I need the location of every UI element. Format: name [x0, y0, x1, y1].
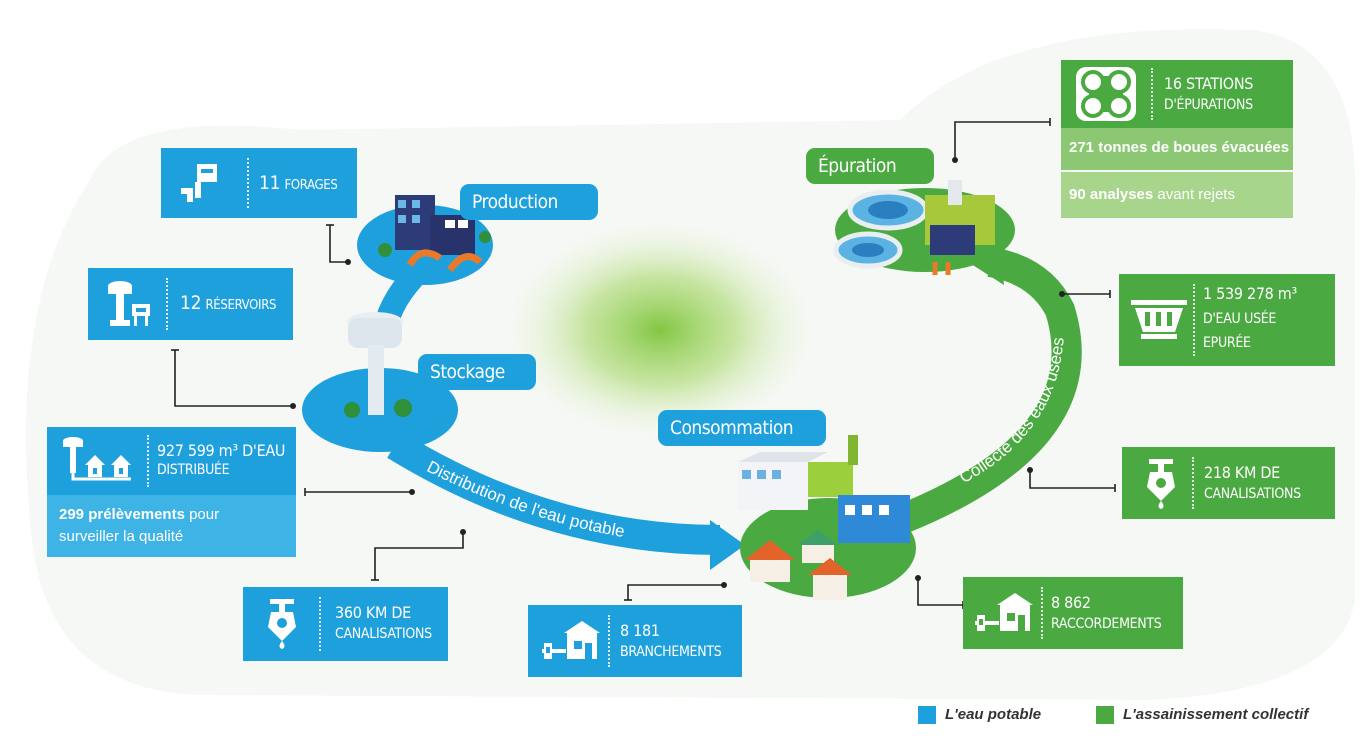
collecte-arrow: [894, 247, 1082, 534]
legend-swatch-potable: [918, 706, 936, 724]
forages-box: 11 FORAGES: [161, 148, 357, 218]
borehole-icon: [181, 164, 217, 202]
boues-box: 271 tonnes de boues évacuées: [1061, 128, 1293, 170]
prelevements-rest: pour: [184, 506, 220, 523]
stations-line2: D'ÉPURATIONS: [1164, 97, 1253, 113]
eau-usee-line1: 1 539 278 m³: [1203, 284, 1297, 303]
separator: [247, 158, 249, 208]
treatment-plant-graphic: [833, 180, 995, 275]
branchements-line2: BRANCHEMENTS: [620, 644, 722, 660]
prelevements-line2: surveiller la qualité: [59, 528, 184, 545]
legend-assainissement: L'assainissement collectif: [1123, 706, 1309, 723]
canal-green-line2: CANALISATIONS: [1204, 486, 1301, 502]
analyses-bold: 90 analyses: [1069, 186, 1154, 203]
branchements-line1: 8 181: [620, 621, 660, 640]
boues-text: 271 tonnes de boues évacuées: [1069, 139, 1290, 156]
separator: [166, 278, 168, 330]
water-tower-icon: [108, 281, 150, 326]
house-connection-icon: [542, 621, 600, 659]
canal-green-line1: 218 KM DE: [1204, 463, 1280, 482]
town-graphic: [738, 435, 910, 600]
distribution-arrow: [387, 432, 721, 555]
raccordements-box: 8 862 RACCORDEMENTS: [963, 577, 1183, 649]
water-distribution-icon: [63, 437, 131, 481]
forages-unit: FORAGES: [284, 178, 338, 193]
valve-icon: [268, 599, 296, 649]
separator: [1192, 457, 1194, 509]
forages-value: 11: [259, 172, 281, 194]
canal-blue-line1: 360 KM DE: [335, 603, 411, 622]
prelevements-text: 299 prélèvements pour surveiller la qual…: [59, 504, 219, 548]
prelevements-box: 299 prélèvements pour surveiller la qual…: [47, 495, 296, 557]
center-glow: [490, 210, 830, 450]
stations-box: 16 STATIONS D'ÉPURATIONS: [1061, 60, 1293, 128]
separator: [1193, 284, 1195, 356]
filter-tank-icon: [1131, 300, 1187, 339]
separator: [1041, 587, 1043, 639]
connectors: [171, 118, 1116, 609]
analyses-text: 90 analyses avant rejets: [1069, 184, 1235, 206]
raccordements-line1: 8 862: [1051, 593, 1091, 612]
branchements-box: 8 181 BRANCHEMENTS: [528, 605, 742, 677]
factory-graphic: [378, 195, 491, 273]
separator: [608, 615, 610, 667]
raccordements-line2: RACCORDEMENTS: [1051, 616, 1162, 632]
prelevements-bold: 299 prélèvements: [59, 506, 185, 523]
consommation-label: Consommation: [658, 410, 826, 446]
eau-usee-line3: EPURÉE: [1203, 335, 1251, 351]
eau-usee-line2: D'EAU USÉE: [1203, 311, 1277, 327]
treatment-station-icon: [1076, 67, 1136, 121]
canal-blue-box: 360 KM DE CANALISATIONS: [243, 587, 448, 661]
canal-blue-line2: CANALISATIONS: [335, 626, 432, 642]
water-tower-graphic: [344, 312, 412, 418]
house-connection-icon-green: [975, 593, 1033, 631]
valve-icon-green: [1147, 459, 1175, 509]
reservoirs-box: 12 RÉSERVOIRS: [88, 268, 293, 340]
reservoirs-text: 12 RÉSERVOIRS: [180, 294, 276, 315]
production-label: Production: [460, 184, 598, 220]
distribuee-box: 927 599 m³ D'EAU DISTRIBUÉE: [47, 427, 296, 495]
legend-potable: L'eau potable: [945, 706, 1042, 723]
stockage-label: Stockage: [418, 354, 536, 390]
separator: [1151, 68, 1153, 120]
distribuee-line1: 927 599 m³ D'EAU: [157, 441, 286, 460]
reservoirs-value: 12: [180, 292, 202, 314]
connector-dots: [290, 157, 1065, 588]
forages-text: 11 FORAGES: [259, 174, 338, 195]
distribuee-line2: DISTRIBUÉE: [157, 462, 230, 478]
legend-swatch-assainissement: [1096, 706, 1114, 724]
distribution-arrowhead: [710, 520, 745, 570]
canal-green-box: 218 KM DE CANALISATIONS: [1122, 447, 1335, 519]
separator: [147, 435, 149, 487]
epuration-label: Épuration: [806, 148, 934, 184]
stations-line1: 16 STATIONS: [1164, 74, 1254, 93]
reservoirs-unit: RÉSERVOIRS: [205, 298, 277, 313]
separator: [319, 597, 321, 651]
eau-usee-box: 1 539 278 m³ D'EAU USÉE EPURÉE: [1119, 274, 1335, 366]
analyses-rest: avant rejets: [1153, 186, 1235, 203]
analyses-box: 90 analyses avant rejets: [1061, 172, 1293, 218]
